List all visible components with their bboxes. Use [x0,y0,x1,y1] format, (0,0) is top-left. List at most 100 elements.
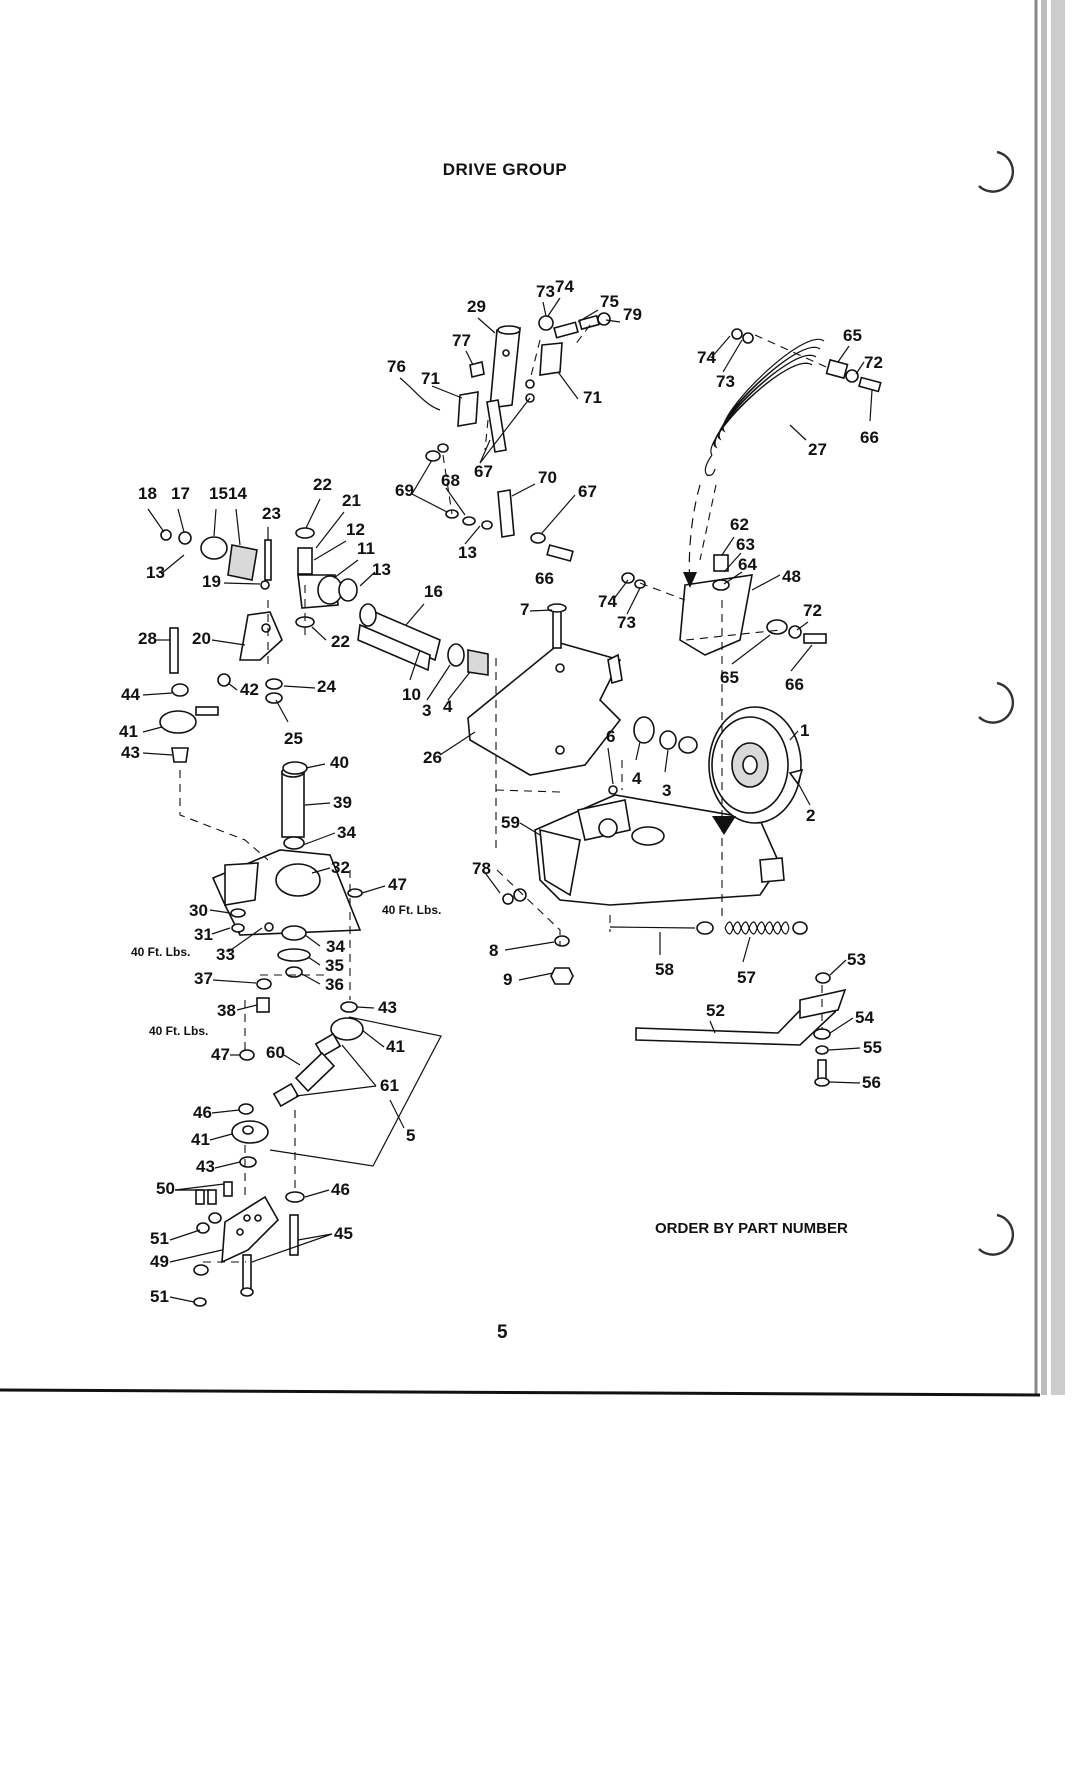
callout-c58: 58 [655,960,674,979]
leader-lines [142,297,873,1303]
callout-c44: 44 [121,685,140,704]
lever-assembly-32 [211,761,363,1013]
callout-c72b: 72 [803,601,822,620]
callout-c23: 23 [262,504,281,523]
callout-c48: 48 [782,567,801,586]
callout-c41b: 41 [386,1037,405,1056]
extension-spring-27 [704,328,882,476]
page-title: DRIVE GROUP [442,160,568,179]
callout-c46a: 46 [193,1103,212,1122]
callout-c63: 63 [736,535,755,554]
callout-c47b: 47 [211,1045,230,1064]
torque-spec-t3: 40 Ft. Lbs. [149,1024,208,1038]
callout-c36: 36 [325,975,344,994]
callout-c6: 6 [606,727,615,746]
callout-c45: 45 [334,1224,353,1243]
base-bracket-49 [193,1181,305,1307]
torque-labels: 40 Ft. Lbs. 40 Ft. Lbs. 40 Ft. Lbs. [131,903,441,1038]
callout-c22b: 22 [331,632,350,651]
callout-c32: 32 [331,858,350,877]
callout-c75: 75 [600,292,619,311]
callout-c10: 10 [402,685,421,704]
callout-c60: 60 [266,1043,285,1062]
callout-c9: 9 [503,970,512,989]
callout-c3a: 3 [422,701,431,720]
callout-c73a: 73 [536,282,555,301]
callout-c70: 70 [538,468,557,487]
callout-c41c: 41 [191,1130,210,1149]
callout-c14: 14 [228,484,247,503]
callout-c4b: 4 [632,769,642,788]
callout-c29: 29 [467,297,486,316]
callout-c40: 40 [330,753,349,772]
callout-c13c: 13 [372,560,391,579]
callout-c42: 42 [240,680,259,699]
callout-c72a: 72 [864,353,883,372]
callout-c76: 76 [387,357,406,376]
binder-hole-bottom [978,1213,1015,1256]
callout-c12: 12 [346,520,365,539]
callout-c62: 62 [730,515,749,534]
mounting-plate-26 [467,603,623,776]
callout-c11: 11 [357,539,375,558]
callout-c66a: 66 [535,569,554,588]
callout-c73c: 73 [617,613,636,632]
callout-c43a: 43 [121,743,140,762]
callout-c74c: 74 [598,592,617,611]
callout-c65b: 65 [720,668,739,687]
callout-c39: 39 [333,793,352,812]
callout-c69: 69 [395,481,414,500]
torque-spec-t2: 40 Ft. Lbs. [131,945,190,959]
page-number: 5 [497,1322,508,1343]
callout-c18: 18 [138,484,157,503]
page-bottom-edge [0,1388,1041,1397]
callout-c2: 2 [806,806,815,825]
callout-c43c: 43 [196,1157,215,1176]
binder-edge [1034,0,1065,1395]
callout-c77: 77 [452,331,471,350]
callout-c73b: 73 [716,372,735,391]
callout-c52: 52 [706,1001,725,1020]
callout-c33: 33 [216,945,235,964]
torque-spec-t1: 40 Ft. Lbs. [382,903,441,917]
callout-c31: 31 [194,925,213,944]
callout-c54: 54 [855,1008,874,1027]
callout-c57: 57 [737,968,756,987]
callout-c66c: 66 [785,675,804,694]
callout-c41a: 41 [119,722,138,741]
pulley-1 [708,706,804,824]
alignment-lines [179,324,827,1263]
rod-assembly-bracket [269,1016,442,1167]
callout-c66b: 66 [860,428,879,447]
callout-c67a: 67 [474,462,493,481]
callout-c4a: 4 [443,697,453,716]
callout-c74b: 74 [697,348,716,367]
callout-c13a: 13 [458,543,477,562]
callout-c38: 38 [217,1001,236,1020]
callout-c71b: 71 [583,388,602,407]
callout-c67b: 67 [578,482,597,501]
callout-c8: 8 [489,941,498,960]
callout-c15: 15 [209,484,228,503]
order-by-part-number-note: ORDER BY PART NUMBER [655,1220,848,1237]
rod-assembly-5 [231,1001,364,1168]
callout-c49: 49 [150,1252,169,1271]
callout-c27: 27 [808,440,827,459]
callout-c20: 20 [192,629,211,648]
callout-c74a: 74 [555,277,574,296]
callout-c51b: 51 [150,1287,169,1306]
callout-c64: 64 [738,555,757,574]
callout-c17: 17 [171,484,190,503]
callout-c37: 37 [194,969,213,988]
callout-c13b: 13 [146,563,165,582]
callout-c34a: 34 [337,823,356,842]
callout-c28: 28 [138,629,157,648]
callout-c22a: 22 [313,475,332,494]
callout-c19: 19 [202,572,221,591]
callout-c5: 5 [406,1126,415,1145]
callout-c71a: 71 [421,369,440,388]
callout-c26: 26 [423,748,442,767]
callout-c7: 7 [520,600,529,619]
